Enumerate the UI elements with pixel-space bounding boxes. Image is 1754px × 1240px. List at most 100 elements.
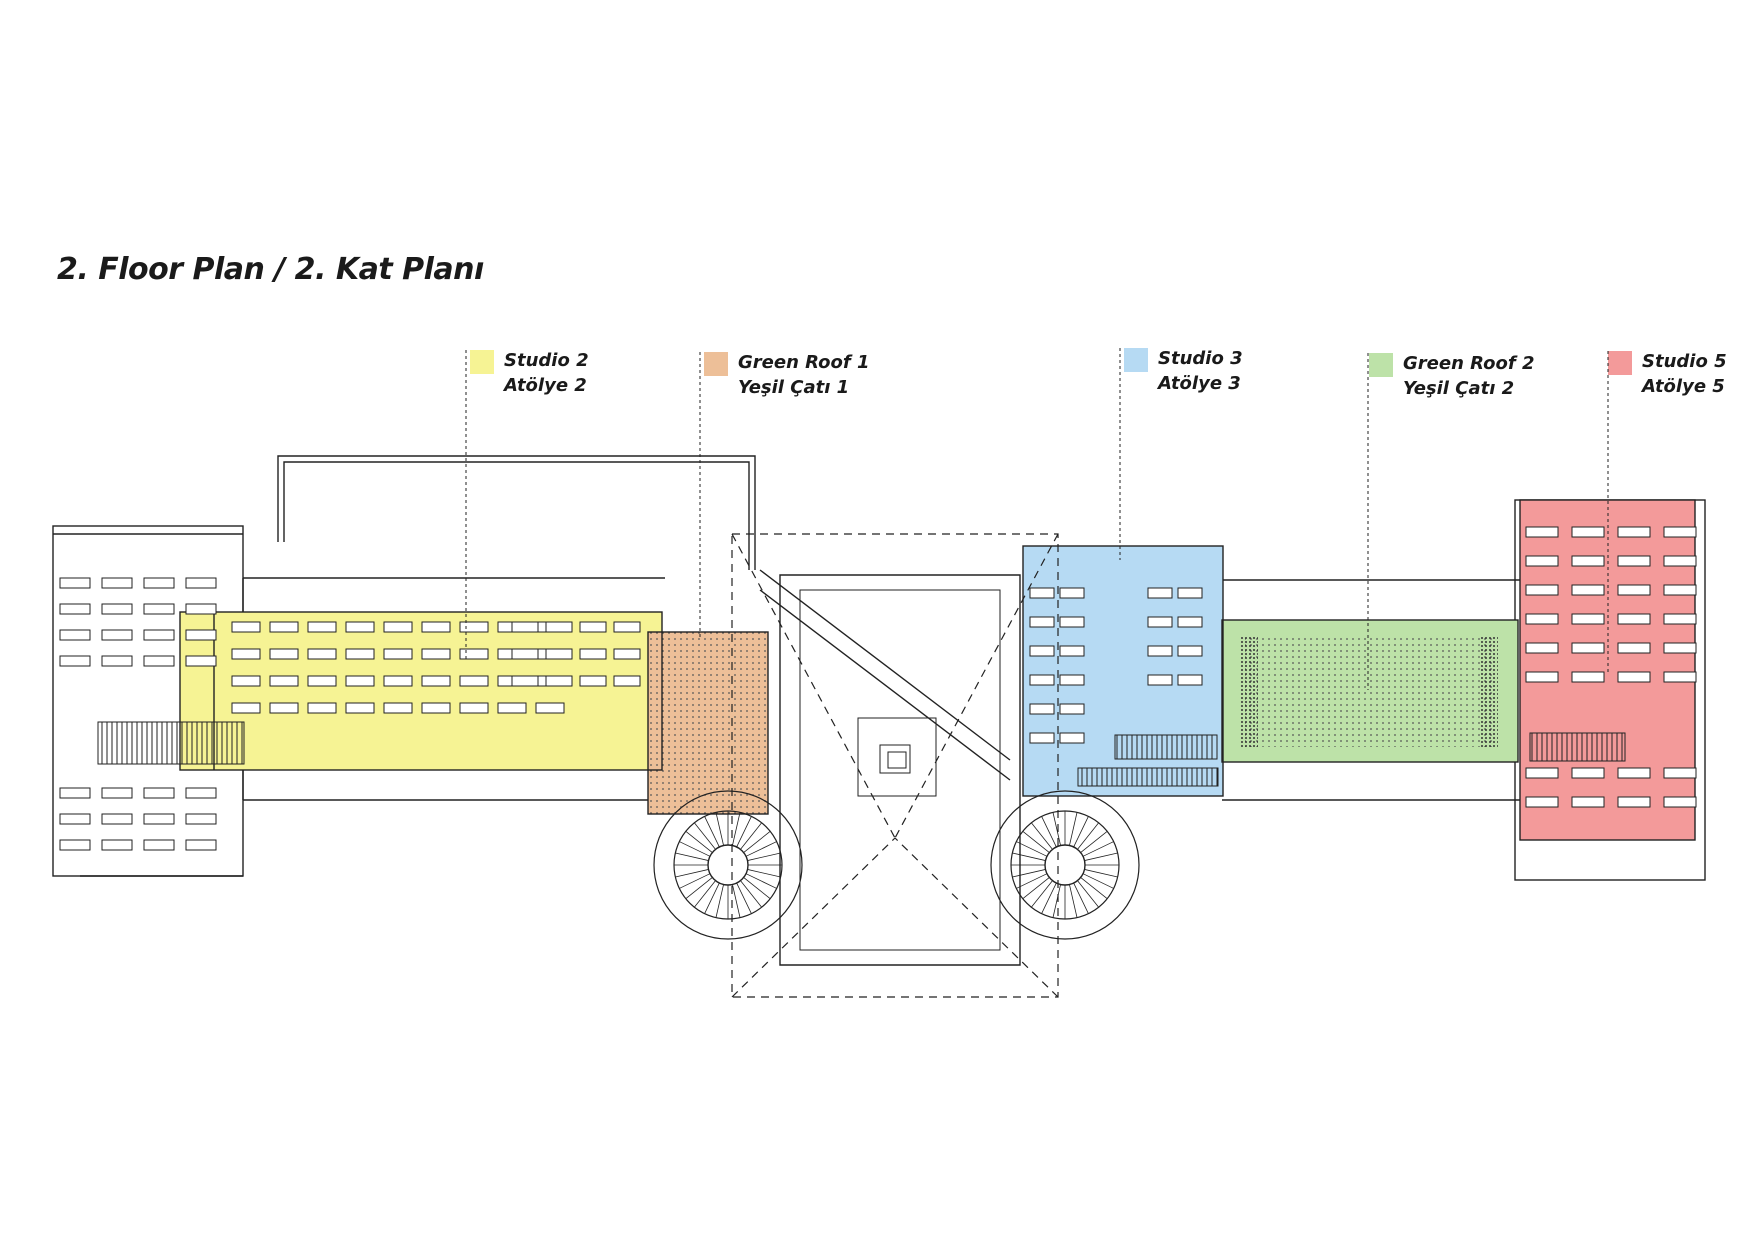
desk [101, 839, 133, 851]
desk [1571, 584, 1605, 596]
desk [1571, 671, 1605, 683]
desk [1663, 584, 1697, 596]
desk [231, 675, 261, 687]
desk [1663, 555, 1697, 567]
desk [1059, 674, 1085, 686]
central-hall-outline [779, 574, 1021, 966]
desk [1571, 613, 1605, 625]
desk [1147, 674, 1173, 686]
desk [1177, 616, 1203, 628]
desk [269, 621, 299, 633]
desk [579, 648, 607, 660]
legend-swatch-studio-3 [1124, 348, 1148, 372]
desk [1525, 555, 1559, 567]
desk [231, 621, 261, 633]
desk [101, 655, 133, 667]
desk [421, 621, 451, 633]
desk [59, 787, 91, 799]
desk [545, 675, 573, 687]
desk [1617, 796, 1651, 808]
desk [1525, 642, 1559, 654]
desk [1147, 587, 1173, 599]
desk [1525, 526, 1559, 538]
green-roof-1-texture [648, 632, 768, 814]
desk [143, 577, 175, 589]
desk [535, 702, 565, 714]
desk [545, 621, 573, 633]
desk [1571, 526, 1605, 538]
studio-3-stair [1114, 734, 1218, 760]
desk [185, 787, 217, 799]
desk [1617, 526, 1651, 538]
desk [143, 787, 175, 799]
desk [269, 675, 299, 687]
desk [231, 702, 261, 714]
desk [1525, 767, 1559, 779]
studio-5-stair [1529, 732, 1626, 762]
desk [101, 603, 133, 615]
legend-label-tr: Atölye 5 [1642, 376, 1725, 397]
desk [101, 787, 133, 799]
desk [579, 621, 607, 633]
desk [269, 648, 299, 660]
desk [59, 839, 91, 851]
desk [1525, 796, 1559, 808]
desk [421, 675, 451, 687]
desk [1029, 674, 1055, 686]
legend-label-en: Studio 2 [504, 350, 589, 371]
desk [1059, 616, 1085, 628]
desk [307, 675, 337, 687]
desk [459, 702, 489, 714]
desk [1663, 613, 1697, 625]
desk [1525, 584, 1559, 596]
desk [1617, 555, 1651, 567]
desk [345, 648, 375, 660]
legend-label-tr: Yeşil Çatı 2 [1403, 378, 1515, 399]
desk [143, 839, 175, 851]
desk [459, 648, 489, 660]
desk [459, 675, 489, 687]
legend-label-en: Studio 5 [1642, 351, 1727, 372]
east-spiral-stair [990, 790, 1140, 940]
legend-swatch-studio-2 [470, 350, 494, 374]
desk [185, 603, 217, 615]
desk [1617, 584, 1651, 596]
desk [511, 621, 539, 633]
skylight-outline [731, 533, 1059, 998]
desk [1525, 613, 1559, 625]
desk [1617, 613, 1651, 625]
desk [143, 603, 175, 615]
desk [185, 629, 217, 641]
desk [101, 629, 133, 641]
desk [579, 675, 607, 687]
west-spiral-stair [653, 790, 803, 940]
desk [459, 621, 489, 633]
desk [1663, 526, 1697, 538]
desk [185, 655, 217, 667]
desk [1059, 703, 1085, 715]
desk [421, 648, 451, 660]
desk [421, 702, 451, 714]
desk [1571, 555, 1605, 567]
desk [59, 655, 91, 667]
desk [1029, 703, 1055, 715]
desk [1571, 767, 1605, 779]
central-void [857, 717, 937, 797]
desk [59, 629, 91, 641]
desk [1177, 674, 1203, 686]
desk [1029, 732, 1055, 744]
desk [307, 648, 337, 660]
desk [383, 702, 413, 714]
desk [613, 648, 641, 660]
desk [307, 702, 337, 714]
desk [1617, 642, 1651, 654]
desk [1663, 671, 1697, 683]
desk [1617, 767, 1651, 779]
desk [185, 839, 217, 851]
desk [1029, 587, 1055, 599]
desk [383, 675, 413, 687]
desk [231, 648, 261, 660]
desk [143, 629, 175, 641]
